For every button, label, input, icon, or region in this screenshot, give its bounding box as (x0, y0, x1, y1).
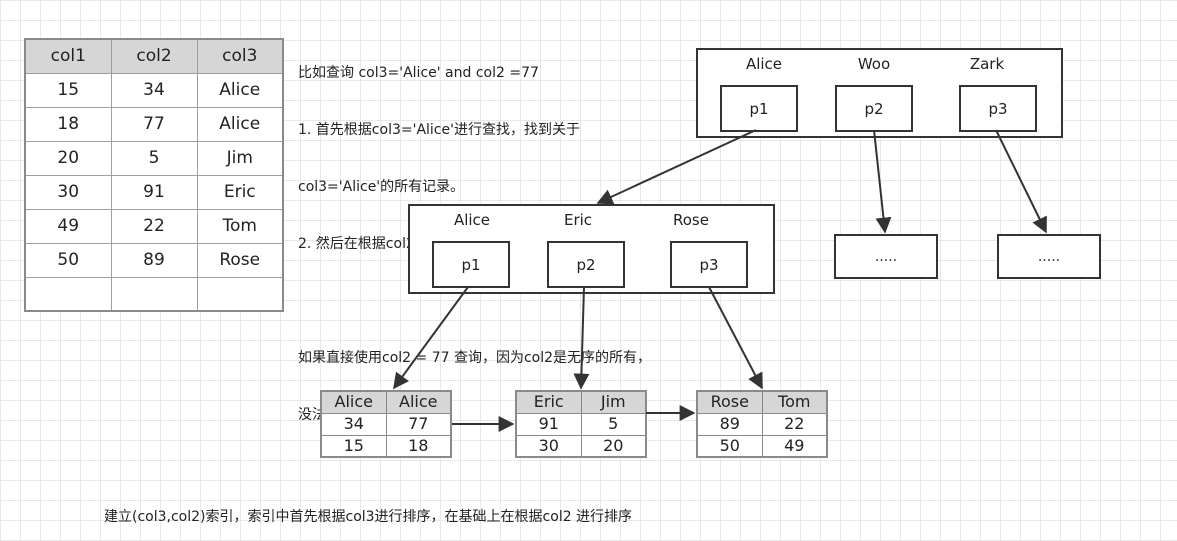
table-row: 18 77 Alice (24, 106, 284, 142)
leaf-page: Rose Tom 89 22 50 49 (696, 390, 828, 458)
node-key: Woo (857, 55, 891, 73)
table-cell: 20 (24, 140, 112, 176)
table-row: 15 34 Alice (24, 72, 284, 108)
table-cell: 49 (24, 208, 112, 244)
column-header: col2 (110, 38, 198, 74)
table-header-row: col1 col2 col3 (24, 38, 284, 74)
node-pointer: p3 (959, 85, 1037, 132)
note-line: 如果直接使用col2 = 77 查询，因为col2是无序的所有， (298, 350, 652, 366)
leaf-key: Rose (696, 390, 763, 414)
table-cell: 18 (24, 106, 112, 142)
data-table: col1 col2 col3 15 34 Alice 18 77 Alice 2… (24, 38, 284, 312)
arrow-root-p3-to-placeholder (995, 129, 1047, 234)
table-cell: 91 (110, 174, 198, 210)
note-line: col3='Alice'的所有记录。 (298, 179, 465, 195)
table-cell: Alice (196, 72, 284, 108)
table-cell: Eric (196, 174, 284, 210)
arrow-child-p3-to-leaf (708, 286, 763, 390)
leaf-cell: 34 (320, 412, 387, 436)
table-cell: Alice (196, 106, 284, 142)
table-cell: Jim (196, 140, 284, 176)
table-row: 50 89 Rose (24, 242, 284, 278)
table-cell: 22 (110, 208, 198, 244)
leaf-cell: 50 (696, 434, 763, 458)
leaf-row: 15 18 (320, 434, 452, 458)
leaf-row: 89 22 (696, 412, 828, 436)
caption: 建立(col3,col2)索引，索引中首先根据col3进行排序，在基础上在根据c… (104, 509, 633, 525)
column-header: col1 (24, 38, 112, 74)
table-cell (110, 276, 198, 312)
leaf-cell: 18 (385, 434, 452, 458)
leaf-cell: 22 (761, 412, 828, 436)
node-key: Alice (745, 55, 783, 73)
leaf-header-row: Eric Jim (515, 390, 647, 414)
node-pointer: p2 (835, 85, 913, 132)
leaf-row: 91 5 (515, 412, 647, 436)
column-header: col3 (196, 38, 284, 74)
note-line: 比如查询 col3='Alice' and col2 =77 (298, 65, 539, 81)
leaf-key: Alice (385, 390, 452, 414)
table-cell (24, 276, 112, 312)
table-row (24, 276, 284, 312)
table-cell: 30 (24, 174, 112, 210)
leaf-cell: 91 (515, 412, 582, 436)
arrow-root-p2-to-placeholder (873, 129, 892, 234)
placeholder-node: ..... (997, 234, 1101, 279)
node-key: Zark (969, 55, 1005, 73)
leaf-cell: 89 (696, 412, 763, 436)
table-cell: Tom (196, 208, 284, 244)
table-row: 49 22 Tom (24, 208, 284, 244)
node-key: Rose (673, 211, 709, 229)
table-row: 20 5 Jim (24, 140, 284, 176)
leaf-cell: 77 (385, 412, 452, 436)
leaf-header-row: Alice Alice (320, 390, 452, 414)
leaf-key: Tom (761, 390, 828, 414)
leaf-cell: 15 (320, 434, 387, 458)
table-cell: 89 (110, 242, 198, 278)
leaf-cell: 30 (515, 434, 582, 458)
leaf-row: 34 77 (320, 412, 452, 436)
note-line: 1. 首先根据col3='Alice'进行查找，找到关于 (298, 122, 580, 138)
root-index-node: Alice Woo Zark p1 p2 p3 (696, 48, 1063, 138)
node-pointer: p2 (547, 241, 625, 288)
note-spacer (298, 292, 651, 311)
leaf-cell: 20 (580, 434, 647, 458)
table-cell (196, 276, 284, 312)
leaf-header-row: Rose Tom (696, 390, 828, 414)
leaf-key: Jim (580, 390, 647, 414)
node-pointer: p3 (670, 241, 748, 288)
node-key: Alice (453, 211, 491, 229)
leaf-row: 30 20 (515, 434, 647, 458)
child-index-node: Alice Eric Rose p1 p2 p3 (408, 204, 775, 294)
table-cell: 5 (110, 140, 198, 176)
placeholder-node: ..... (834, 234, 938, 279)
leaf-page: Eric Jim 91 5 30 20 (515, 390, 647, 458)
table-cell: 50 (24, 242, 112, 278)
node-key: Eric (563, 211, 593, 229)
table-cell: 15 (24, 72, 112, 108)
table-cell: 77 (110, 106, 198, 142)
node-pointer: p1 (432, 241, 510, 288)
table-cell: 34 (110, 72, 198, 108)
node-pointer: p1 (720, 85, 798, 132)
leaf-key: Eric (515, 390, 582, 414)
leaf-cell: 5 (580, 412, 647, 436)
leaf-key: Alice (320, 390, 387, 414)
table-row: 30 91 Eric (24, 174, 284, 210)
leaf-page: Alice Alice 34 77 15 18 (320, 390, 452, 458)
leaf-row: 50 49 (696, 434, 828, 458)
table-cell: Rose (196, 242, 284, 278)
leaf-cell: 49 (761, 434, 828, 458)
